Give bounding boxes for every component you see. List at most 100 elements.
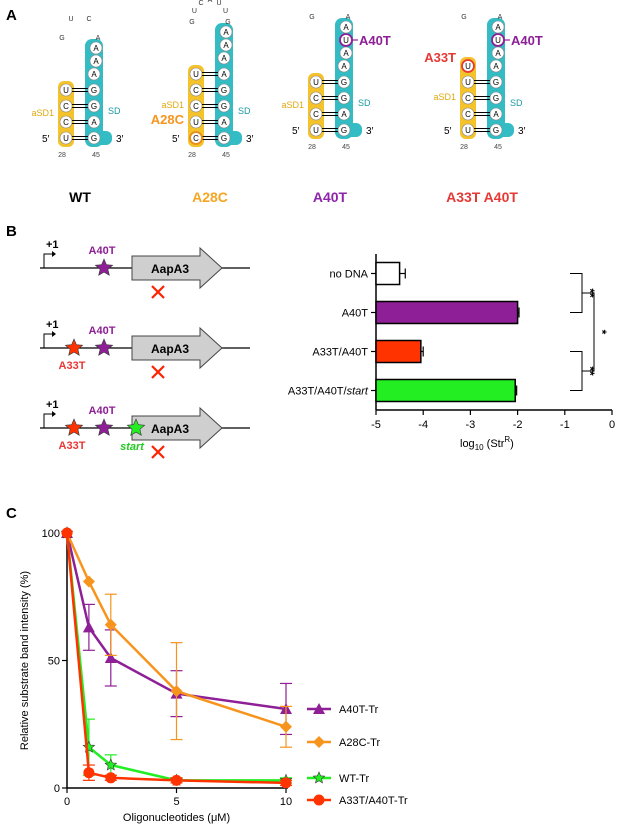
nucleotide-circle [339, 46, 353, 60]
nucleotide: G [493, 94, 499, 103]
nucleotide: A [341, 62, 347, 71]
nucleotide-circle [217, 67, 231, 81]
loop-nucleotide: U [192, 8, 197, 15]
significance-bracket [582, 292, 595, 372]
nucleotide: G [91, 86, 97, 95]
nucleotide: U [313, 78, 319, 87]
nucleotide: A [91, 118, 97, 127]
data-point [170, 685, 183, 698]
nucleotide: A [493, 110, 499, 119]
bar [375, 339, 422, 364]
nucleotide-circle [87, 67, 101, 81]
significance-label: * [595, 330, 609, 335]
nucleotide-circle [461, 75, 475, 89]
loop-nucleotide: U [68, 16, 73, 23]
loop-nucleotide: U [318, 0, 323, 2]
structure-name: A28C [192, 189, 228, 205]
nucleotide-circle [489, 75, 503, 89]
nucleotide-circle [309, 91, 323, 105]
structure-name: WT [69, 189, 91, 205]
nucleotide: A [221, 54, 227, 63]
category-label: A33T/A40T [312, 347, 368, 359]
stop-cross [151, 365, 165, 379]
nucleotide: G [91, 102, 97, 111]
nucleotide: U [343, 36, 349, 45]
position-45: 45 [222, 152, 230, 159]
legend-label: A28C-Tr [339, 737, 380, 749]
nucleotide-circle [87, 83, 101, 97]
nucleotide: C [465, 94, 471, 103]
position-28: 28 [308, 144, 316, 151]
asd-label: aSD1 [281, 100, 304, 110]
legend-label: WT-Tr [339, 773, 369, 785]
nucleotide: C [63, 102, 69, 111]
nucleotide-circle [217, 131, 231, 145]
x-tick-label: 0 [64, 796, 70, 808]
x-axis-label: log10 (StrR) [460, 435, 514, 452]
stop-cross [151, 445, 165, 459]
five-prime: 5′ [292, 126, 300, 137]
nucleotide-circle [491, 46, 505, 60]
nucleotide-circle [337, 75, 351, 89]
nucleotide: A [221, 118, 227, 127]
mutation-ring [189, 131, 203, 145]
transcription-start: +1 [46, 399, 59, 411]
bar [375, 378, 516, 403]
three-prime: 3′ [518, 126, 526, 137]
panel-label-b: B [6, 223, 17, 240]
legend-label: A33T/A40T-Tr [339, 795, 408, 807]
nucleotide: A [341, 110, 347, 119]
nucleotide: U [63, 86, 69, 95]
nucleotide-circle [189, 67, 203, 81]
mutation-label: A40T [89, 405, 116, 417]
three-prime: 3′ [366, 126, 374, 137]
nucleotide-circle [219, 25, 233, 39]
nucleotide-circle [491, 20, 505, 34]
category-label: no DNA [329, 269, 368, 281]
promoter-arrowhead [52, 331, 56, 337]
nucleotide-circle [219, 38, 233, 52]
loop-nucleotide: C [336, 0, 341, 2]
category-label: A33T/A40T/start [288, 386, 369, 398]
legend-marker [312, 771, 326, 784]
data-point [104, 758, 118, 771]
nucleotide: A [493, 62, 499, 71]
panel-label-a: A [6, 7, 17, 24]
nucleotide: A [223, 28, 229, 37]
asd-label: aSD1 [31, 108, 54, 118]
loop-nucleotide: U [223, 8, 228, 15]
position-28: 28 [460, 144, 468, 151]
mutation-star [94, 418, 114, 436]
panel-label-c: C [6, 505, 17, 522]
nucleotide-circle [189, 83, 203, 97]
mutation-label: A33T [59, 440, 86, 452]
asd-highlight [308, 73, 324, 139]
mutation-label: A28C [151, 112, 185, 127]
x-tick-label: 5 [173, 796, 179, 808]
gene-constructs: +1AapA3A40T+1AapA3A33TA40T+1AapA3A33TA40… [40, 239, 250, 459]
nucleotide: U [313, 126, 319, 135]
nucleotide: A [93, 57, 99, 66]
promoter-arrow [43, 413, 54, 428]
nucleotide: A [495, 23, 501, 32]
nucleotide: G [221, 102, 227, 111]
nucleotide-circle [309, 75, 323, 89]
five-prime: 5′ [42, 134, 50, 145]
nucleotide-circle [189, 115, 203, 129]
nucleotide: A [221, 70, 227, 79]
nucleotide-circle [59, 115, 73, 129]
bar [375, 261, 401, 286]
nucleotide-circle [59, 131, 73, 145]
nucleotide-circle [489, 107, 503, 121]
nucleotide-circle [337, 91, 351, 105]
nucleotide: U [465, 62, 471, 71]
mutation-label: A33T [424, 50, 456, 65]
nucleotide: U [465, 126, 471, 135]
transcription-start: +1 [46, 239, 59, 251]
mutation-label: A40T [89, 325, 116, 337]
loop-nucleotide: G [189, 19, 194, 26]
legend-marker [313, 794, 325, 806]
gene-label: AapA3 [151, 262, 189, 276]
